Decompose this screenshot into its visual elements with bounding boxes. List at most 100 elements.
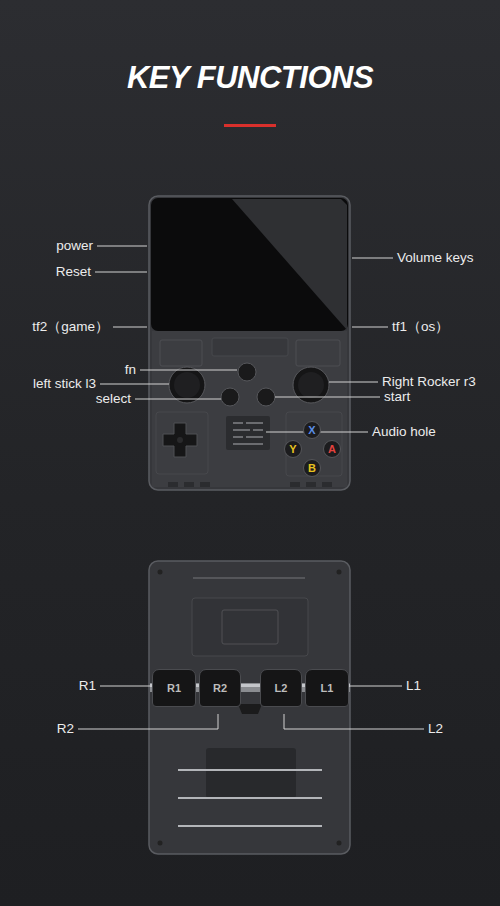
button-letter: B [308,462,316,474]
callout-label: left stick l3 [33,376,96,392]
d-pad-center [177,437,183,443]
chip [222,610,278,644]
screw [337,841,342,846]
callout-label: start [384,389,410,405]
rail [178,825,322,827]
callout-label: tf2（game） [32,319,109,335]
housing [149,196,350,490]
trigger-button: R1 [152,669,196,707]
leader-line [329,382,378,383]
internal-part [156,412,208,474]
top-slot [193,577,305,579]
face-button: A [323,440,341,458]
screw [158,570,163,575]
translucent-body [152,331,347,487]
internal-part [286,412,342,476]
title-underline [224,124,276,127]
vent [168,482,178,487]
button-letter: X [308,424,315,436]
callout-label: Audio hole [372,424,436,440]
screw [158,841,163,846]
leader-line [284,714,424,729]
vent [306,482,316,487]
trigger-label: L1 [321,682,334,694]
speaker [226,416,270,450]
rail [178,797,322,799]
d-pad [163,423,197,457]
callout-label: Right Rocker r3 [382,374,476,390]
trigger-label: L2 [275,682,288,694]
callout-label: R1 [79,678,96,694]
internal-part [160,340,202,366]
leader-line [352,258,393,259]
grille-slot [233,429,250,431]
trigger-button: L2 [260,669,302,707]
trigger-button: R2 [199,669,241,707]
leader-line [97,246,147,247]
callout-label: tf1（os） [392,319,449,335]
battery-area [206,748,296,798]
grille-slot [233,443,263,445]
leader-line [140,370,237,371]
stick-cap [174,372,200,398]
button-circle [285,441,302,458]
leader-line [275,397,380,398]
vent [184,482,194,487]
internal-part [296,340,340,366]
trigger-label: R2 [213,682,227,694]
leader-line [135,399,221,400]
leader-line [100,686,150,687]
callout-label: fn [125,362,136,378]
callout-label: L2 [428,721,443,737]
button-letter: Y [289,443,296,455]
grille-slot [253,429,263,431]
trigger-label: R1 [167,682,181,694]
face-button: B [303,459,321,477]
leader-line [352,327,388,328]
button-circle [304,460,321,477]
vent [322,482,332,487]
bottom-vents [168,482,332,487]
leader-line [95,272,147,273]
page-title: KEY FUNCTIONS [0,58,500,98]
speaker-grille [233,423,263,444]
console-back [149,561,350,854]
trigger-button: L1 [305,669,349,707]
leader-line [100,384,169,385]
housing [149,561,350,854]
start-button [257,388,275,406]
rail [178,769,322,771]
button-circle [324,441,341,458]
face-button: Y [284,440,302,458]
select-button [221,388,239,406]
grille-slot [233,436,243,438]
screw [337,570,342,575]
stick-cap [298,372,324,398]
screen-glare [232,199,347,330]
face-button: X [303,421,321,439]
screen [151,198,348,331]
grille-slot [233,422,243,424]
console-front [149,196,350,490]
callout-label: R2 [57,721,74,737]
leader-lines [78,246,424,729]
right-stick [293,367,329,403]
internal-board [192,598,308,656]
callout-label: select [96,391,131,407]
fn-button [238,363,256,381]
internal-part [212,338,288,356]
left-stick [169,367,205,403]
button-circle [304,422,321,439]
leader-line [78,714,218,729]
callout-label: Reset [56,264,91,280]
vent [290,482,300,487]
vent [200,482,210,487]
grille-slot [246,436,263,438]
leader-line [113,327,147,328]
trigger-bracket [238,704,262,714]
leader-line [350,686,402,687]
callout-label: Volume keys [397,250,474,266]
